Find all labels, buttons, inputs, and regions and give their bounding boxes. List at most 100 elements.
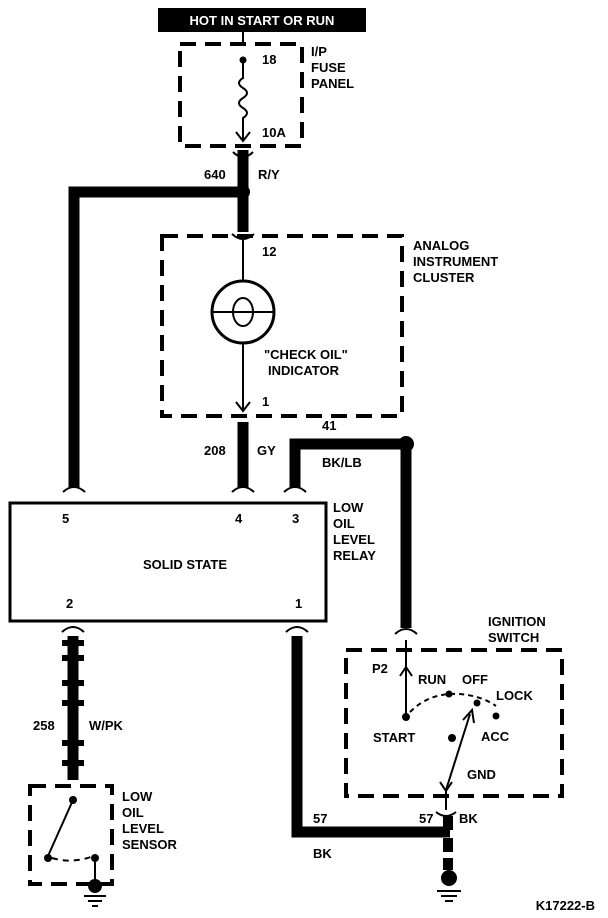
connector-12-icon [231, 233, 255, 240]
wire-57 [291, 636, 450, 838]
relay-pin-5: 5 [62, 511, 69, 526]
relay-pin-1: 1 [295, 596, 302, 611]
ignition-off-contact-icon [473, 699, 481, 707]
figure-id: K17222-B [536, 898, 595, 913]
sensor-switch-travel-icon [51, 855, 95, 862]
connector-258-e-icon [62, 740, 84, 746]
fuse-panel-box [178, 42, 304, 148]
wire-640-circuit: 640 [204, 167, 226, 182]
ground-wire-seg-3 [443, 858, 453, 870]
relay-pin-2-connector-icon [61, 626, 85, 633]
relay-pin-3-connector-icon [283, 486, 307, 493]
ignition-acc-label: ACC [481, 729, 510, 744]
cluster-pin-12: 12 [262, 244, 276, 259]
ignition-start-label: START [373, 730, 415, 745]
sensor-box [28, 784, 114, 886]
fuse-arrow-icon [235, 131, 251, 143]
connector-258-b-icon [62, 655, 84, 661]
fuse-panel-title-2: FUSE [311, 60, 346, 75]
sensor-title-1: LOW [122, 789, 153, 804]
wire-41-circuit: 41 [322, 418, 336, 433]
wire-57-right-circuit: 57 [419, 811, 433, 826]
wire-57-right-color: BK [459, 811, 478, 826]
connector-640-top-icon [232, 151, 254, 158]
sensor-switch-pivot-icon [44, 854, 52, 862]
cluster-title-1: ANALOG [413, 238, 469, 253]
wire-258-color: W/PK [89, 718, 124, 733]
wire-41-top [289, 438, 406, 488]
ignition-wiper-arm-icon [445, 713, 471, 791]
ignition-acc-contact-icon [448, 734, 456, 742]
fuse-rating-label: 10A [262, 125, 286, 140]
fuse-panel-title-1: I/P [311, 44, 327, 59]
wire-208-color: GY [257, 443, 276, 458]
wire-57-left-circuit: 57 [313, 811, 327, 826]
low-oil-level-sensor: LOW OIL LEVEL SENSOR [28, 784, 178, 907]
header-banner: HOT IN START OR RUN [158, 8, 366, 32]
ground-wire-seg-1 [443, 816, 453, 830]
cluster-title-3: CLUSTER [413, 270, 475, 285]
ignition-run-label: RUN [418, 672, 446, 687]
relay-title-2: OIL [333, 516, 355, 531]
relay-pin-5-connector-icon [62, 486, 86, 493]
sensor-title-4: SENSOR [122, 837, 178, 852]
ignition-wiper-arrow-icon [462, 707, 475, 724]
sensor-switch-arm-icon [47, 799, 74, 857]
fuse-panel-title-3: PANEL [311, 76, 354, 91]
sensor-title-2: OIL [122, 805, 144, 820]
ignition-off-label: OFF [462, 672, 488, 687]
ignition-switch: P2 RUN OFF LOCK START ACC GND IGNITION S… [344, 614, 564, 810]
wire-258-circuit: 258 [33, 718, 55, 733]
relay-pin-3: 3 [292, 511, 299, 526]
ignition-gnd-arrow-icon [439, 781, 453, 793]
ignition-gnd-connector-icon [435, 811, 457, 817]
ground-node-icon [441, 870, 457, 886]
relay-body-label: SOLID STATE [143, 557, 227, 572]
ignition-switch-box [344, 648, 564, 798]
ground-wire-seg-2 [443, 838, 453, 852]
ignition-gnd-label: GND [467, 767, 496, 782]
indicator-label-2: INDICATOR [268, 363, 340, 378]
relay-box [8, 501, 328, 623]
sensor-ground-node-icon [88, 879, 102, 893]
ignition-rotary-path-icon [409, 692, 497, 713]
ignition-start-contact-icon [402, 713, 410, 721]
wire-640-color: R/Y [258, 167, 280, 182]
ignition-lock-label: LOCK [496, 688, 533, 703]
wire-41-color: BK/LB [322, 455, 362, 470]
instrument-cluster: 12 1 "CHECK OIL" INDICATOR ANALOG INSTRU… [160, 233, 498, 418]
relay-pin-4-connector-icon [231, 486, 255, 493]
ignition-ground [435, 811, 461, 902]
ignition-lock-contact-icon [492, 712, 500, 720]
fuse-icon [238, 60, 248, 140]
relay-title-4: RELAY [333, 548, 376, 563]
ignition-run-contact-icon [445, 690, 453, 698]
ignition-p2-label: P2 [372, 661, 388, 676]
ignition-title-1: IGNITION [488, 614, 546, 629]
splice-640-icon [236, 185, 250, 199]
relay-pin-1-connector-icon [285, 626, 309, 633]
low-oil-level-relay: 5 4 3 SOLID STATE 2 1 LOW OIL LEVEL RELA… [8, 486, 376, 633]
ignition-p2-connector-icon [394, 628, 418, 635]
ignition-title-2: SWITCH [488, 630, 539, 645]
relay-pin-4: 4 [235, 511, 243, 526]
connector-258-c-icon [62, 680, 84, 686]
cluster-title-2: INSTRUMENT [413, 254, 498, 269]
wire-640-left-bus [68, 186, 243, 488]
fuse-pin-label: 18 [262, 52, 276, 67]
relay-title-3: LEVEL [333, 532, 375, 547]
ignition-p2-arrow-icon [399, 665, 413, 677]
indicator-label-1: "CHECK OIL" [264, 347, 348, 362]
cluster-pin-1: 1 [262, 394, 269, 409]
sensor-title-3: LEVEL [122, 821, 164, 836]
wire-208-circuit: 208 [204, 443, 226, 458]
fuse-panel: 18 10A I/P FUSE PANEL [178, 42, 354, 148]
cluster-box [160, 234, 404, 418]
connector-258-d-icon [62, 700, 84, 706]
wire-57-left-color: BK [313, 846, 332, 861]
wire-258-harness: 258 W/PK [33, 636, 124, 780]
relay-pin-2: 2 [66, 596, 73, 611]
cluster-arrow-icon [235, 401, 251, 413]
relay-title-1: LOW [333, 500, 364, 515]
